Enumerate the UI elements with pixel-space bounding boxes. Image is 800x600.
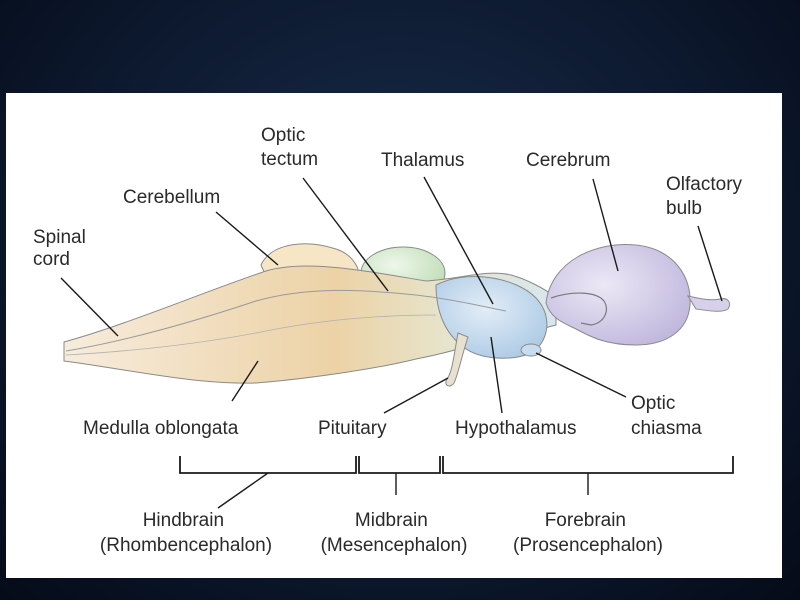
- label-hindbrain: Hindbrain (Rhombencephalon): [100, 510, 272, 556]
- midbrain-bracket: [358, 456, 441, 474]
- label-cerebellum: Cerebellum: [123, 187, 220, 208]
- ventricle-loop: [550, 292, 607, 326]
- slide-panel: Spinal cord Cerebellum Optic tectum Thal…: [6, 93, 782, 578]
- label-forebrain: Forebrain (Prosencephalon): [513, 510, 663, 556]
- label-medulla-oblongata: Medulla oblongata: [83, 418, 239, 439]
- brain-illustration: [63, 243, 731, 387]
- label-optic-tectum: Optic tectum: [261, 125, 318, 170]
- central-canal: [65, 289, 507, 352]
- label-pituitary: Pituitary: [318, 418, 387, 439]
- label-midbrain: Midbrain (Mesencephalon): [321, 510, 468, 556]
- label-hypothalamus: Hypothalamus: [455, 418, 576, 439]
- central-canal-lower: [65, 314, 437, 356]
- label-olfactory-bulb: Olfactory bulb: [666, 174, 747, 219]
- label-cerebrum: Cerebrum: [526, 150, 610, 171]
- cerebrum-shape: [545, 243, 691, 346]
- pituitary-shape: [445, 332, 469, 387]
- division-brackets: [179, 456, 734, 509]
- label-thalamus: Thalamus: [381, 150, 464, 171]
- hindbrain-bracket: [179, 456, 357, 474]
- forebrain-bracket: [442, 456, 734, 474]
- leader-lines: [60, 176, 723, 414]
- label-spinal-cord: Spinal cord: [33, 227, 91, 270]
- label-optic-chiasma: Optic chiasma: [631, 393, 702, 439]
- brain-diagram: Spinal cord Cerebellum Optic tectum Thal…: [33, 125, 747, 556]
- olfactory-bulb-shape: [686, 295, 731, 312]
